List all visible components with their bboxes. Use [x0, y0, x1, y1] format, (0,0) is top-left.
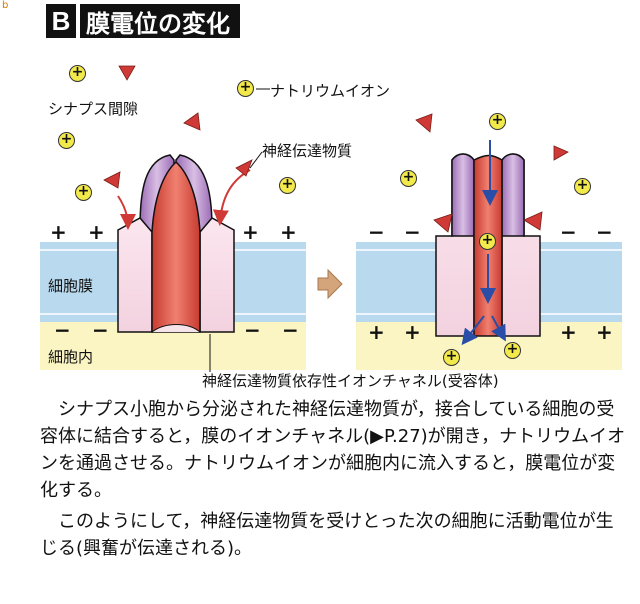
charge-plus: + — [368, 320, 385, 344]
sodium-ion-icon: + — [400, 170, 417, 187]
neurotransmitter-icon — [183, 112, 201, 131]
neurotransmitter-icon — [235, 159, 253, 177]
corner-mark: b — [2, 0, 9, 11]
sodium-ion-icon: + — [574, 178, 591, 195]
sodium-ion-icon: + — [237, 80, 254, 97]
charge-plus: + — [280, 220, 297, 244]
charge-minus: − — [54, 318, 71, 342]
charge-plus: + — [596, 320, 613, 344]
charge-minus: − — [404, 220, 421, 244]
ion-channel-pore — [151, 160, 201, 333]
section-title: 膜電位の変化 — [80, 4, 240, 38]
charge-minus: − — [596, 220, 613, 244]
neurotransmitter-icon — [415, 113, 433, 133]
sodium-ion-icon: + — [69, 65, 86, 82]
neurotransmitter-icon — [103, 171, 121, 189]
cell-interior-label: 細胞内 — [48, 348, 94, 366]
charge-plus: + — [242, 220, 259, 244]
charge-plus: + — [560, 320, 577, 344]
section-letter: B — [46, 4, 76, 38]
section-header: B 膜電位の変化 — [46, 2, 240, 40]
charge-minus: − — [244, 318, 261, 342]
charge-plus: + — [88, 220, 105, 244]
membrane-potential-diagram — [40, 65, 622, 372]
sodium-ion-icon: + — [58, 132, 75, 149]
charge-minus: − — [282, 318, 299, 342]
sodium-ion-icon: + — [279, 177, 296, 194]
receptor-label: 神経伝達物質依存性イオンチャネル(受容体) — [202, 372, 499, 390]
sodium-ion-icon: + — [489, 113, 506, 130]
paragraph-2: このようにして，神経伝達物質を受けとった次の細胞に活動電位が生じる(興奮が伝達さ… — [40, 511, 614, 559]
membrane-label: 細胞膜 — [48, 277, 94, 295]
paragraph-1: シナプス小胞から分泌された神経伝達物質が，接合している細胞の受容体に結合すると，… — [40, 399, 626, 501]
synaptic-cleft-label: シナプス間隙 — [48, 100, 139, 118]
neurotransmitter-icon — [553, 145, 569, 161]
sodium-ion-icon: + — [75, 184, 92, 201]
charge-plus: + — [50, 220, 67, 244]
closed-channel-panel — [40, 154, 306, 370]
charge-minus: − — [560, 220, 577, 244]
sodium-ion-label: ナトリウムイオン — [270, 82, 391, 100]
receptor-subunit — [451, 153, 475, 237]
sodium-ion-icon: + — [504, 342, 521, 359]
charge-plus: + — [404, 320, 421, 344]
neurotransmitter-icon — [433, 213, 453, 233]
charge-minus: − — [92, 318, 109, 342]
sodium-ion-icon: + — [479, 233, 496, 250]
sodium-ion-icon: + — [443, 349, 460, 366]
neurotransmitter-label: 神経伝達物質 — [262, 142, 353, 160]
step-arrow-icon — [317, 268, 343, 300]
neurotransmitter-icon — [118, 65, 136, 81]
open-channel-panel — [356, 140, 622, 370]
neurotransmitter-icon — [523, 211, 543, 231]
receptor-subunit — [501, 153, 525, 237]
charge-minus: − — [368, 220, 385, 244]
